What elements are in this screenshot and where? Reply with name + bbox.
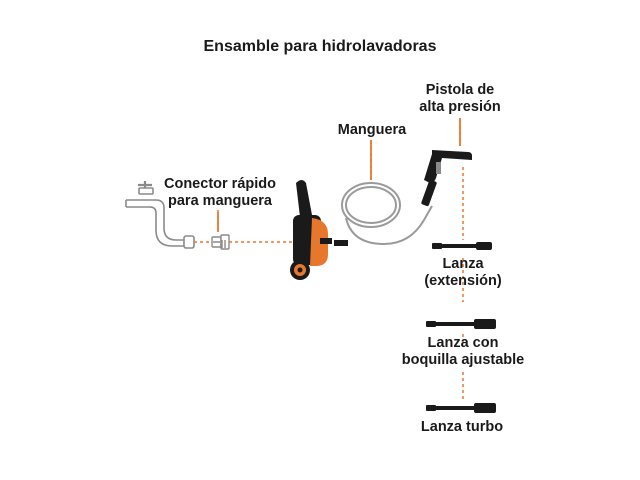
diagram-title: Ensamble para hidrolavadoras [203, 38, 437, 55]
hose-label: Manguera [337, 122, 407, 138]
lance-extension-label: Lanza (extensión) [418, 256, 508, 290]
faucet-icon [125, 181, 195, 249]
gun-label: Pistola de alta presión [418, 82, 502, 116]
lance-icon [426, 319, 496, 329]
connector-label-line2: para manguera [168, 193, 272, 209]
connector-label-line1: Conector rápido [164, 176, 276, 192]
quick-connector-icon [211, 234, 230, 250]
pointer-lines [217, 118, 461, 232]
gun-label-line2: alta presión [419, 99, 501, 115]
pressure-washer-icon [290, 180, 332, 280]
lance-extension-label-line2: (extensión) [424, 273, 502, 289]
gun-label-line1: Pistola de [425, 82, 495, 98]
lance-extension-label-line1: Lanza [442, 256, 484, 272]
spray-gun-icon [421, 150, 472, 207]
lance-adjustable-label-line1: Lanza con [427, 335, 499, 351]
lance-icon [432, 242, 492, 250]
lance-adjustable-label: Lanza con boquilla ajustable [400, 335, 526, 369]
connector-label: Conector rápido para manguera [164, 176, 276, 210]
lance-turbo-label: Lanza turbo [420, 419, 504, 435]
lance-icon [426, 403, 496, 413]
lance-adjustable-label-line2: boquilla ajustable [401, 352, 525, 368]
hose-icon [334, 182, 433, 246]
